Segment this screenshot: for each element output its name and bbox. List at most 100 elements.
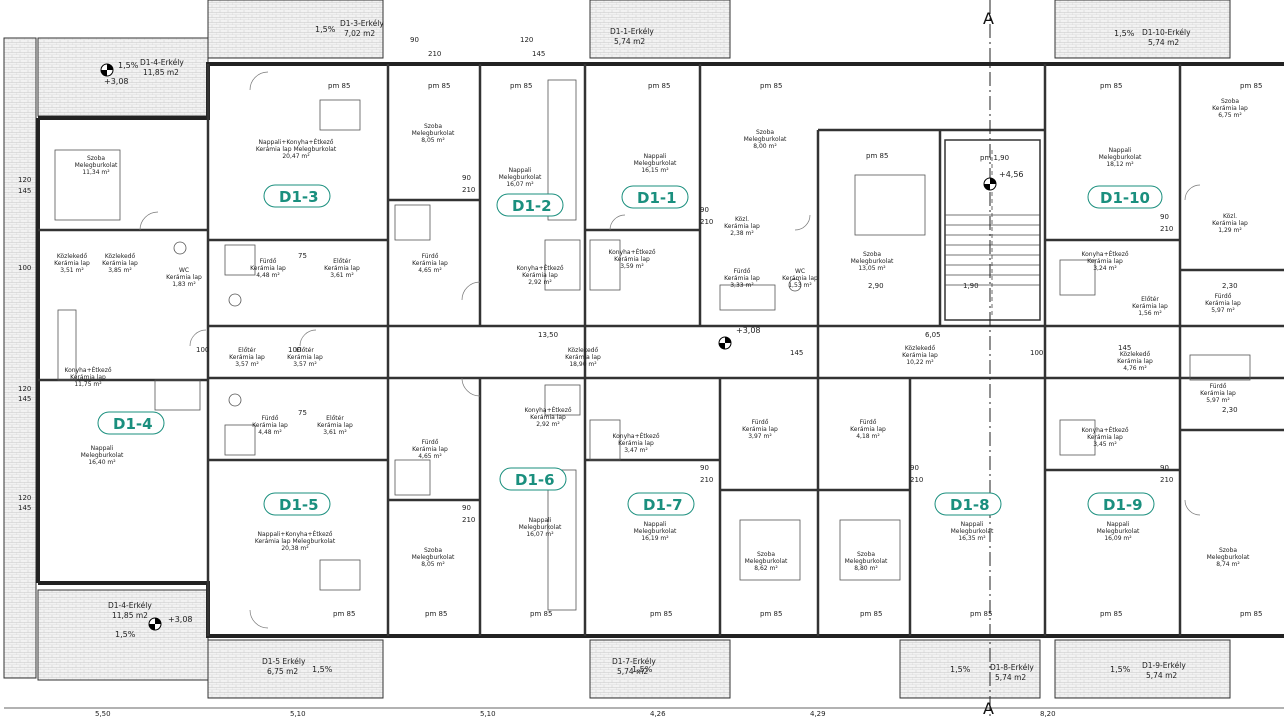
svg-text:90: 90 (462, 174, 471, 182)
svg-text:145: 145 (18, 504, 31, 512)
svg-text:+3,08: +3,08 (736, 326, 761, 335)
svg-text:11,85 m2: 11,85 m2 (143, 68, 179, 77)
svg-text:7,02 m2: 7,02 m2 (344, 29, 375, 38)
room-area: 1,83 m² (172, 281, 196, 288)
svg-text:+3,08: +3,08 (104, 77, 129, 86)
bottom-dim-2: 5,10 (290, 710, 306, 718)
room-floor: Kerámia lap (565, 354, 601, 361)
balcony-slab-d1-4-bottom (37, 589, 209, 681)
svg-text:145: 145 (18, 187, 31, 195)
balcony-slab-d1-8 (899, 639, 1041, 699)
room-area: 5,97 m² (1211, 307, 1235, 314)
room-area: 8,74 m² (1216, 561, 1240, 568)
room-name: Nappali (529, 517, 552, 524)
svg-text:75: 75 (298, 252, 307, 260)
level-marker-balcony-bottom: +3,08 (148, 615, 193, 631)
room-area: 8,05 m² (421, 137, 445, 144)
svg-text:2,30: 2,30 (1222, 406, 1238, 414)
room-name: Konyha+Étkező (524, 406, 571, 414)
level-markers: +3,08 +3,08 +4,56 +3,08 (100, 63, 1024, 631)
room-name: Szoba (424, 123, 442, 130)
room-floor: Kerámia lap Melegburkolat (255, 538, 336, 545)
room-area: 11,75 m² (74, 381, 102, 388)
room-area: 8,00 m² (753, 143, 777, 150)
table-d1-3 (319, 99, 361, 131)
svg-text:120: 120 (520, 36, 533, 44)
svg-text:D1-7-Erkély: D1-7-Erkély (612, 657, 656, 666)
svg-text:pm 85: pm 85 (333, 610, 355, 618)
shower-3 (224, 244, 256, 276)
room-area: 1,56 m² (1138, 310, 1162, 317)
svg-text:5,74 m2: 5,74 m2 (614, 37, 645, 46)
outer-walls (36, 62, 1284, 638)
svg-text:210: 210 (428, 50, 441, 58)
level-marker-corridor: +3,08 (718, 326, 761, 350)
balcony-slab-d1-3 (207, 0, 384, 59)
room-floor: Kerámia lap (252, 422, 288, 429)
room-floor: Kerámia lap (1212, 220, 1248, 227)
room-area: 4,76 m² (1123, 365, 1147, 372)
svg-text:100: 100 (18, 264, 31, 272)
svg-text:75: 75 (298, 409, 307, 417)
room-area: 10,22 m² (906, 359, 934, 366)
svg-text:1,5%: 1,5% (632, 665, 653, 674)
room-area: 3,85 m² (108, 267, 132, 274)
room-name: Konyha+Étkező (64, 366, 111, 374)
room-floor: Melegburkolat (75, 162, 118, 169)
svg-text:D1-8-Erkély: D1-8-Erkély (990, 663, 1034, 672)
room-floor: Kerámia lap (317, 422, 353, 429)
room-name: Nappali (1109, 147, 1132, 154)
svg-text:145: 145 (532, 50, 545, 58)
room-floor: Kerámia lap (412, 446, 448, 453)
slope-notes: 1,5% 1,5% 1,5% 1,5% 1,5% 1,5% 1,5% 1,5% (115, 25, 1135, 674)
room-area: 1,53 m² (788, 282, 812, 289)
svg-text:pm 85: pm 85 (970, 610, 992, 618)
room-floor: Kerámia lap (1132, 303, 1168, 310)
room-floor: Kerámia lap (850, 426, 886, 433)
svg-text:D1-4: D1-4 (113, 415, 153, 433)
svg-text:1,5%: 1,5% (1110, 665, 1131, 674)
balcony-label-d1-7: D1-7-Erkély 5,74 m2 (612, 657, 656, 676)
svg-text:pm 85: pm 85 (328, 82, 350, 90)
svg-text:pm 85: pm 85 (866, 152, 888, 160)
room-area: 13,05 m² (858, 265, 886, 272)
room-area: 2,38 m² (730, 230, 754, 237)
room-name: Közlekedő (57, 253, 88, 260)
sofa-d1-2 (547, 79, 577, 221)
room-area: 20,38 m² (281, 545, 309, 552)
door-codes: 120 145 90 210 90 210 90 210 100 100 75 … (18, 36, 1262, 618)
svg-text:D1-10-Erkély: D1-10-Erkély (1142, 28, 1191, 37)
room-area: 4,65 m² (418, 453, 442, 460)
balcony-label-d1-3: D1-3-Erkély 7,02 m2 (340, 19, 384, 38)
room-name: WC (179, 267, 189, 274)
balcony-slab-d1-4-top (37, 37, 209, 117)
svg-text:6,05: 6,05 (925, 331, 941, 339)
svg-text:1,5%: 1,5% (118, 61, 139, 70)
shower-1 (394, 204, 431, 241)
svg-text:90: 90 (700, 464, 709, 472)
room-area: 3,61 m² (330, 272, 354, 279)
svg-text:D1-3-Erkély: D1-3-Erkély (340, 19, 384, 28)
room-name: Szoba (87, 155, 105, 162)
unit-label-d1-7: D1-7 (627, 492, 695, 516)
kitchen-d1-9 (1059, 419, 1096, 456)
svg-text:D1-1-Erkély: D1-1-Erkély (610, 27, 654, 36)
room-name: Szoba (1221, 98, 1239, 105)
room-name: Szoba (863, 251, 881, 258)
room-floor: Melegburkolat (745, 558, 788, 565)
room-name: Szoba (857, 551, 875, 558)
room-area: 20,47 m² (282, 153, 310, 160)
wall-dimensions: 13,50 6,05 2,90 1,90 2,30 2,30 pm 1,90 (538, 154, 1238, 414)
